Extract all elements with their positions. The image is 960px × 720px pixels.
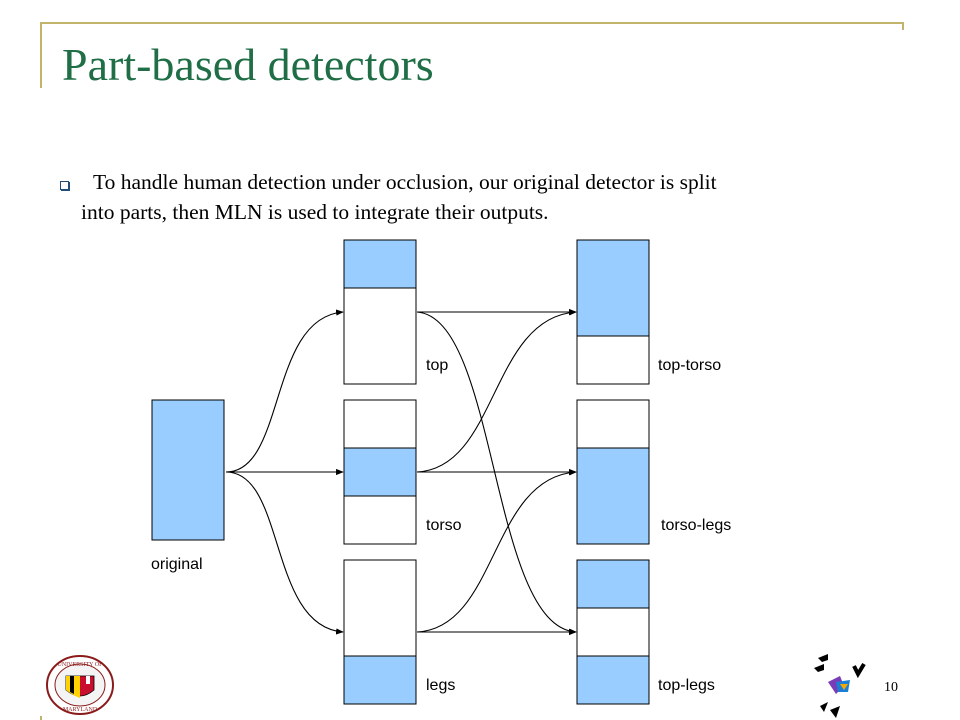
box-legs [343,559,417,705]
box-top-torso [576,239,650,385]
box-legs-empty-section [343,559,417,657]
slide-title: Part-based detectors [62,39,434,90]
box-torso-upper-section [343,399,417,449]
arrow-legs-to-torso-legs [416,469,577,633]
frame-bottom-tick [40,716,42,720]
label-torso-legs: torso-legs [661,517,731,534]
bullet-marker [60,181,69,190]
label-top-torso: top-torso [658,357,721,374]
vision-lab-logo [814,654,866,718]
box-torso-legs-empty-section [576,399,650,449]
label-original: original [151,556,203,573]
box-top-legs-top-section [576,559,650,609]
arrow-top-to-top-legs [416,311,577,635]
box-torso [343,399,417,545]
arrow-torso-to-top-torso [416,309,577,473]
bullet-text: To handle human detection under occlusio… [81,167,883,227]
box-original [151,399,225,541]
label-top: top [426,357,448,374]
bullet-line-2: into parts, then MLN is used to integrat… [81,200,549,224]
box-legs-filled-section [343,655,417,705]
page-number: 10 [884,680,898,695]
box-top-legs-middle-section [576,607,650,657]
frame-right-tick [902,22,904,30]
arrow-original-to-top [225,309,344,473]
box-top-torso-filled-section [576,239,650,337]
frame-top-rule [40,22,904,24]
box-top-legs-bottom-section [576,655,650,705]
label-torso: torso [426,517,462,534]
frame-left-rule [40,22,42,88]
box-torso-legs [576,399,650,545]
arrow-original-to-legs [225,471,344,635]
box-top-legs [576,559,650,705]
university-seal-logo: UNIVERSITY OF MARYLAND [46,655,114,715]
box-torso-lower-section [343,495,417,545]
seal-text-bottom: MARYLAND [63,707,98,713]
box-top-torso-empty-section [576,335,650,385]
bullet-line-1: To handle human detection under occlusio… [93,170,717,194]
label-legs: legs [426,677,455,694]
box-torso-legs-filled-section [576,447,650,545]
label-top-legs: top-legs [658,677,715,694]
box-top-filled-section [343,239,417,289]
box-torso-filled-section [343,447,417,497]
box-top-empty-section [343,287,417,385]
seal-text-top: UNIVERSITY OF [58,662,104,668]
box-top [343,239,417,385]
